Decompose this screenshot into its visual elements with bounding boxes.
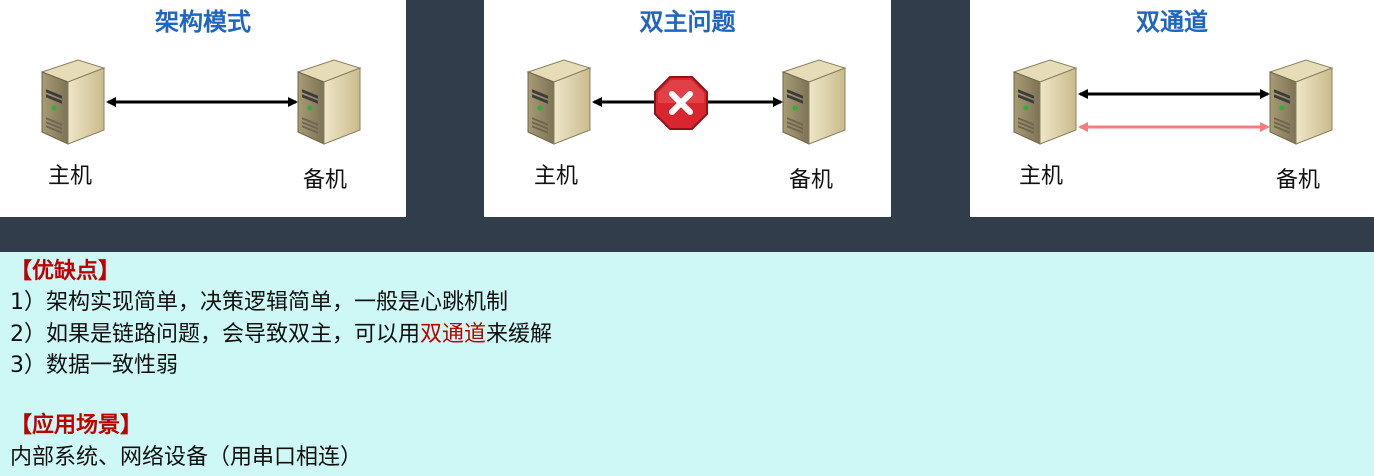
backup-node-label: 备机 bbox=[303, 168, 348, 193]
note-text: 2）如果是链路问题，会导致双主，可以用 bbox=[10, 322, 420, 347]
notes-section: 【优缺点】 1）架构实现简单，决策逻辑简单，一般是心跳机制 2）如果是链路问题，… bbox=[0, 252, 1374, 476]
panel-title: 双通道 bbox=[1136, 8, 1208, 36]
note-text: 3）数据一致性弱 bbox=[10, 353, 178, 378]
note-highlight: 双通道 bbox=[420, 322, 487, 347]
primary-node-label: 主机 bbox=[1019, 164, 1064, 189]
note-item-2: 2）如果是链路问题，会导致双主，可以用双通道来缓解 bbox=[10, 319, 552, 350]
panel-dual-channel: 双通道 主机 备机 bbox=[970, 0, 1374, 217]
panel-title: 架构模式 bbox=[155, 8, 251, 36]
note-text-suffix: 来缓解 bbox=[486, 322, 553, 347]
bidirectional-arrow bbox=[106, 97, 298, 107]
dual-channel-arrows bbox=[1078, 89, 1270, 132]
primary-node-label: 主机 bbox=[534, 164, 579, 189]
scenario-header: 【应用场景】 bbox=[10, 413, 143, 438]
panel-dual-master: 双主问题 主机 备机 bbox=[484, 0, 891, 217]
note-text: 1）架构实现简单，决策逻辑简单，一般是心跳机制 bbox=[10, 290, 508, 315]
pros-cons-header: 【优缺点】 bbox=[10, 259, 121, 284]
backup-node-label: 备机 bbox=[789, 168, 834, 193]
note-item-1: 1）架构实现简单，决策逻辑简单，一般是心跳机制 bbox=[10, 287, 508, 318]
note-item-3: 3）数据一致性弱 bbox=[10, 350, 178, 381]
panel-title: 双主问题 bbox=[639, 8, 736, 36]
panel-architecture: 架构模式 主机 备机 bbox=[0, 0, 406, 217]
scenario-text: 内部系统、网络设备（用串口相连） bbox=[10, 445, 363, 470]
primary-node-label: 主机 bbox=[48, 164, 93, 189]
backup-node-label: 备机 bbox=[1276, 168, 1321, 193]
stop-x-icon bbox=[654, 76, 708, 130]
